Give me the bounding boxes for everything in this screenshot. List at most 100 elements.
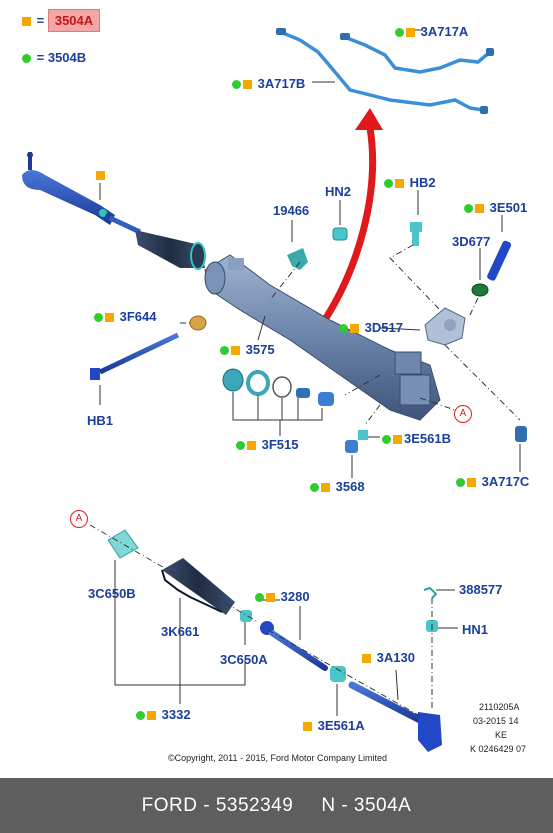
- green-dot-icon: [22, 54, 31, 63]
- legend-equals-1: =: [36, 13, 45, 28]
- label-3a717b: 3A717B: [232, 76, 305, 91]
- label-hn1: HN1: [462, 622, 489, 637]
- label-hb2: HB2: [384, 175, 436, 190]
- doc-info-line2: 03-2015 14: [473, 716, 519, 726]
- footer-part-number: FORD - 5352349: [141, 794, 294, 816]
- orange-square-icon: [350, 324, 359, 333]
- nut-hn2: [332, 227, 348, 241]
- label-19466: 19466: [273, 203, 310, 218]
- legend-code-3504a: 3504A: [47, 9, 101, 32]
- orange-square-icon: [231, 346, 240, 355]
- orange-square-icon: [147, 711, 156, 720]
- orange-square-icon: [467, 478, 476, 487]
- boot-upper: [135, 230, 206, 270]
- doc-info-line3: KE: [495, 730, 508, 740]
- tie-rod-end-upper: [22, 152, 142, 235]
- orange-square-icon: [393, 435, 402, 444]
- footer-reference: N - 3504A: [321, 794, 412, 816]
- green-dot-icon: [456, 478, 465, 487]
- label-3c650a: 3C650A: [220, 652, 268, 667]
- ref-marker-a-upper: A: [454, 405, 472, 423]
- seal-3d677: [471, 283, 489, 297]
- label-3a130: 3A130: [362, 650, 415, 665]
- label-3f515: 3F515: [236, 437, 299, 452]
- label-hn2: HN2: [325, 184, 352, 199]
- label-text: 3280: [280, 589, 310, 604]
- orange-square-icon: [362, 654, 371, 663]
- doc-info-line1: 2110205A: [479, 702, 520, 712]
- green-dot-icon: [395, 28, 404, 37]
- green-dot-icon: [236, 441, 245, 450]
- diagram-drawing: [22, 28, 527, 752]
- label-3k661: 3K661: [161, 624, 200, 639]
- legend-equals-2: =: [36, 50, 45, 65]
- label-3280: 3280: [255, 589, 310, 604]
- boot-3k661: [161, 558, 235, 615]
- legend-code-3504b: 3504B: [47, 50, 87, 65]
- label-text: 3F515: [261, 437, 299, 452]
- label-3a717c: 3A717C: [456, 474, 529, 489]
- bolt-hb1: [90, 332, 180, 380]
- solid-leaders-upper: [99, 29, 521, 478]
- green-dot-icon: [136, 711, 145, 720]
- legend-item-3504a: = 3504A: [22, 9, 101, 32]
- nut-3e561b: [358, 430, 368, 440]
- orange-square-icon: [105, 313, 114, 322]
- label-3e561b: 3E561B: [382, 431, 451, 446]
- part-3e501: [487, 240, 512, 281]
- label-388577: 388577: [459, 582, 503, 597]
- leader-lines-3f515: [232, 392, 323, 436]
- orange-square-icon: [406, 28, 415, 37]
- label-3d517: 3D517: [339, 320, 403, 335]
- label-text: 3332: [161, 707, 191, 722]
- part-3568: [345, 440, 358, 453]
- copyright-text: ©Copyright, 2011 - 2015, Ford Motor Comp…: [168, 753, 388, 763]
- parts-diagram: = 3504A = 3504B 3A717A 3A717B HN2 19466 …: [22, 9, 529, 763]
- label-text: 3E561B: [404, 431, 451, 446]
- hose-3a717b: [281, 31, 492, 112]
- label-text: 3A130: [376, 650, 415, 665]
- red-arrow: [315, 127, 376, 333]
- orange-square-icon: [395, 179, 404, 188]
- orange-square-icon: [243, 80, 252, 89]
- dashed-leaders-upper: [105, 214, 521, 426]
- dashed-leaders-lower: [89, 524, 433, 717]
- label-text: 3A717B: [257, 76, 306, 91]
- label-text: 3575: [245, 342, 275, 357]
- green-dot-icon: [384, 179, 393, 188]
- label-hb1: HB1: [87, 413, 114, 428]
- green-dot-icon: [232, 80, 241, 89]
- inner-rod-3280: [260, 621, 328, 671]
- seal-kit-3f515: [222, 368, 334, 406]
- orange-square-icon: [22, 17, 31, 26]
- green-dot-icon: [94, 313, 103, 322]
- label-3c650b: 3C650B: [88, 586, 136, 601]
- orange-square-icon: [247, 441, 256, 450]
- label-3a717a: 3A717A: [395, 24, 468, 39]
- tie-rod-end-3a130: [348, 681, 442, 752]
- label-3332: 3332: [136, 707, 191, 722]
- orange-square-icon: [321, 483, 330, 492]
- label-3f644: 3F644: [94, 309, 157, 324]
- green-dot-icon: [382, 435, 391, 444]
- bolt-hb2: [410, 222, 422, 246]
- pin-388577: [423, 586, 438, 599]
- label-3d677: 3D677: [452, 234, 491, 249]
- footer-bar: FORD - 5352349 N - 3504A: [0, 778, 553, 833]
- washer-19466: [287, 248, 308, 270]
- orange-square-icon: [475, 204, 484, 213]
- valve-body: [424, 307, 466, 346]
- label-text: 3E501: [489, 200, 528, 215]
- label-text: 3F644: [119, 309, 157, 324]
- label-text: 3D517: [364, 320, 403, 335]
- label-text: HB2: [409, 175, 436, 190]
- label-text: 3E561A: [317, 718, 365, 733]
- label-3e501: 3E501: [464, 200, 527, 215]
- label-text: 3A717C: [481, 474, 530, 489]
- red-arrow-head: [355, 108, 383, 130]
- ref-marker-a-lower: A: [70, 510, 88, 528]
- ring-3c650b: [107, 529, 139, 559]
- hose-end-fittings: [276, 28, 494, 114]
- legend-item-3504b: = 3504B: [22, 50, 86, 65]
- nut-3e561a: [330, 666, 346, 682]
